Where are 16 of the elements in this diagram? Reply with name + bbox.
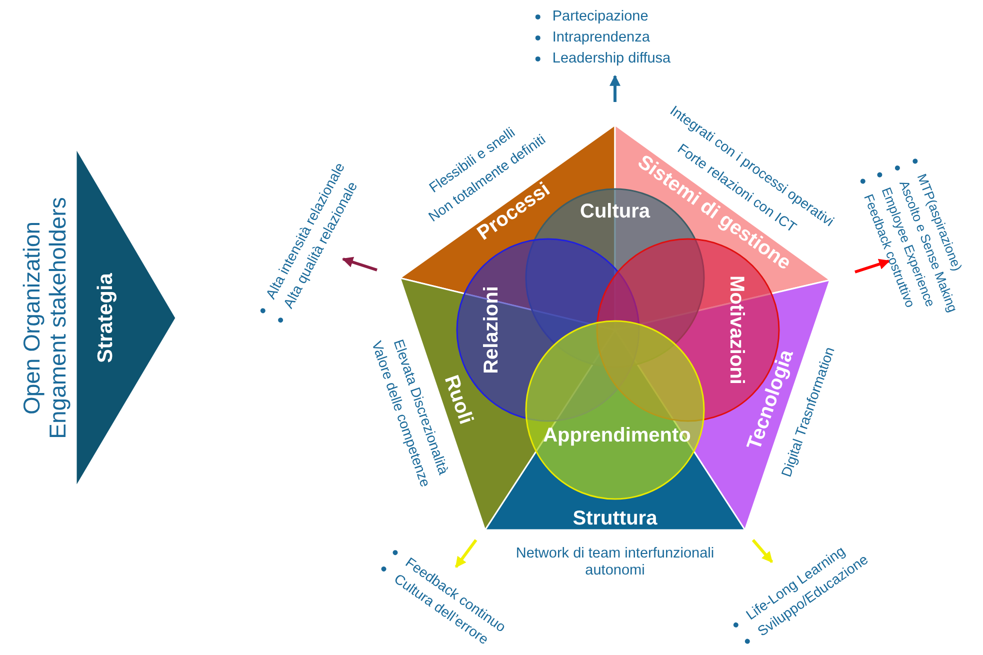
circle-label: Cultura [580,200,650,224]
segment-title: Struttura [572,508,658,530]
bullet-text: Intraprendenza [552,28,650,48]
circle-label: Relazioni [480,286,504,374]
segment-title: Strategia [94,273,118,363]
arrow [610,74,620,102]
bullet-text: Partecipazione [552,7,648,26]
arrow [342,256,378,272]
bullet-text: Leadership diffusa [552,50,671,69]
arrow [454,539,478,568]
side-note: Open Organization Engament stakeholders [18,196,72,441]
circle-label: Apprendimento [543,424,691,448]
arrow [854,258,890,274]
arrow [752,539,774,563]
circle-label: Motivazioni [724,276,748,384]
side-note: Network di team interfunzionali autonomi [514,545,716,579]
